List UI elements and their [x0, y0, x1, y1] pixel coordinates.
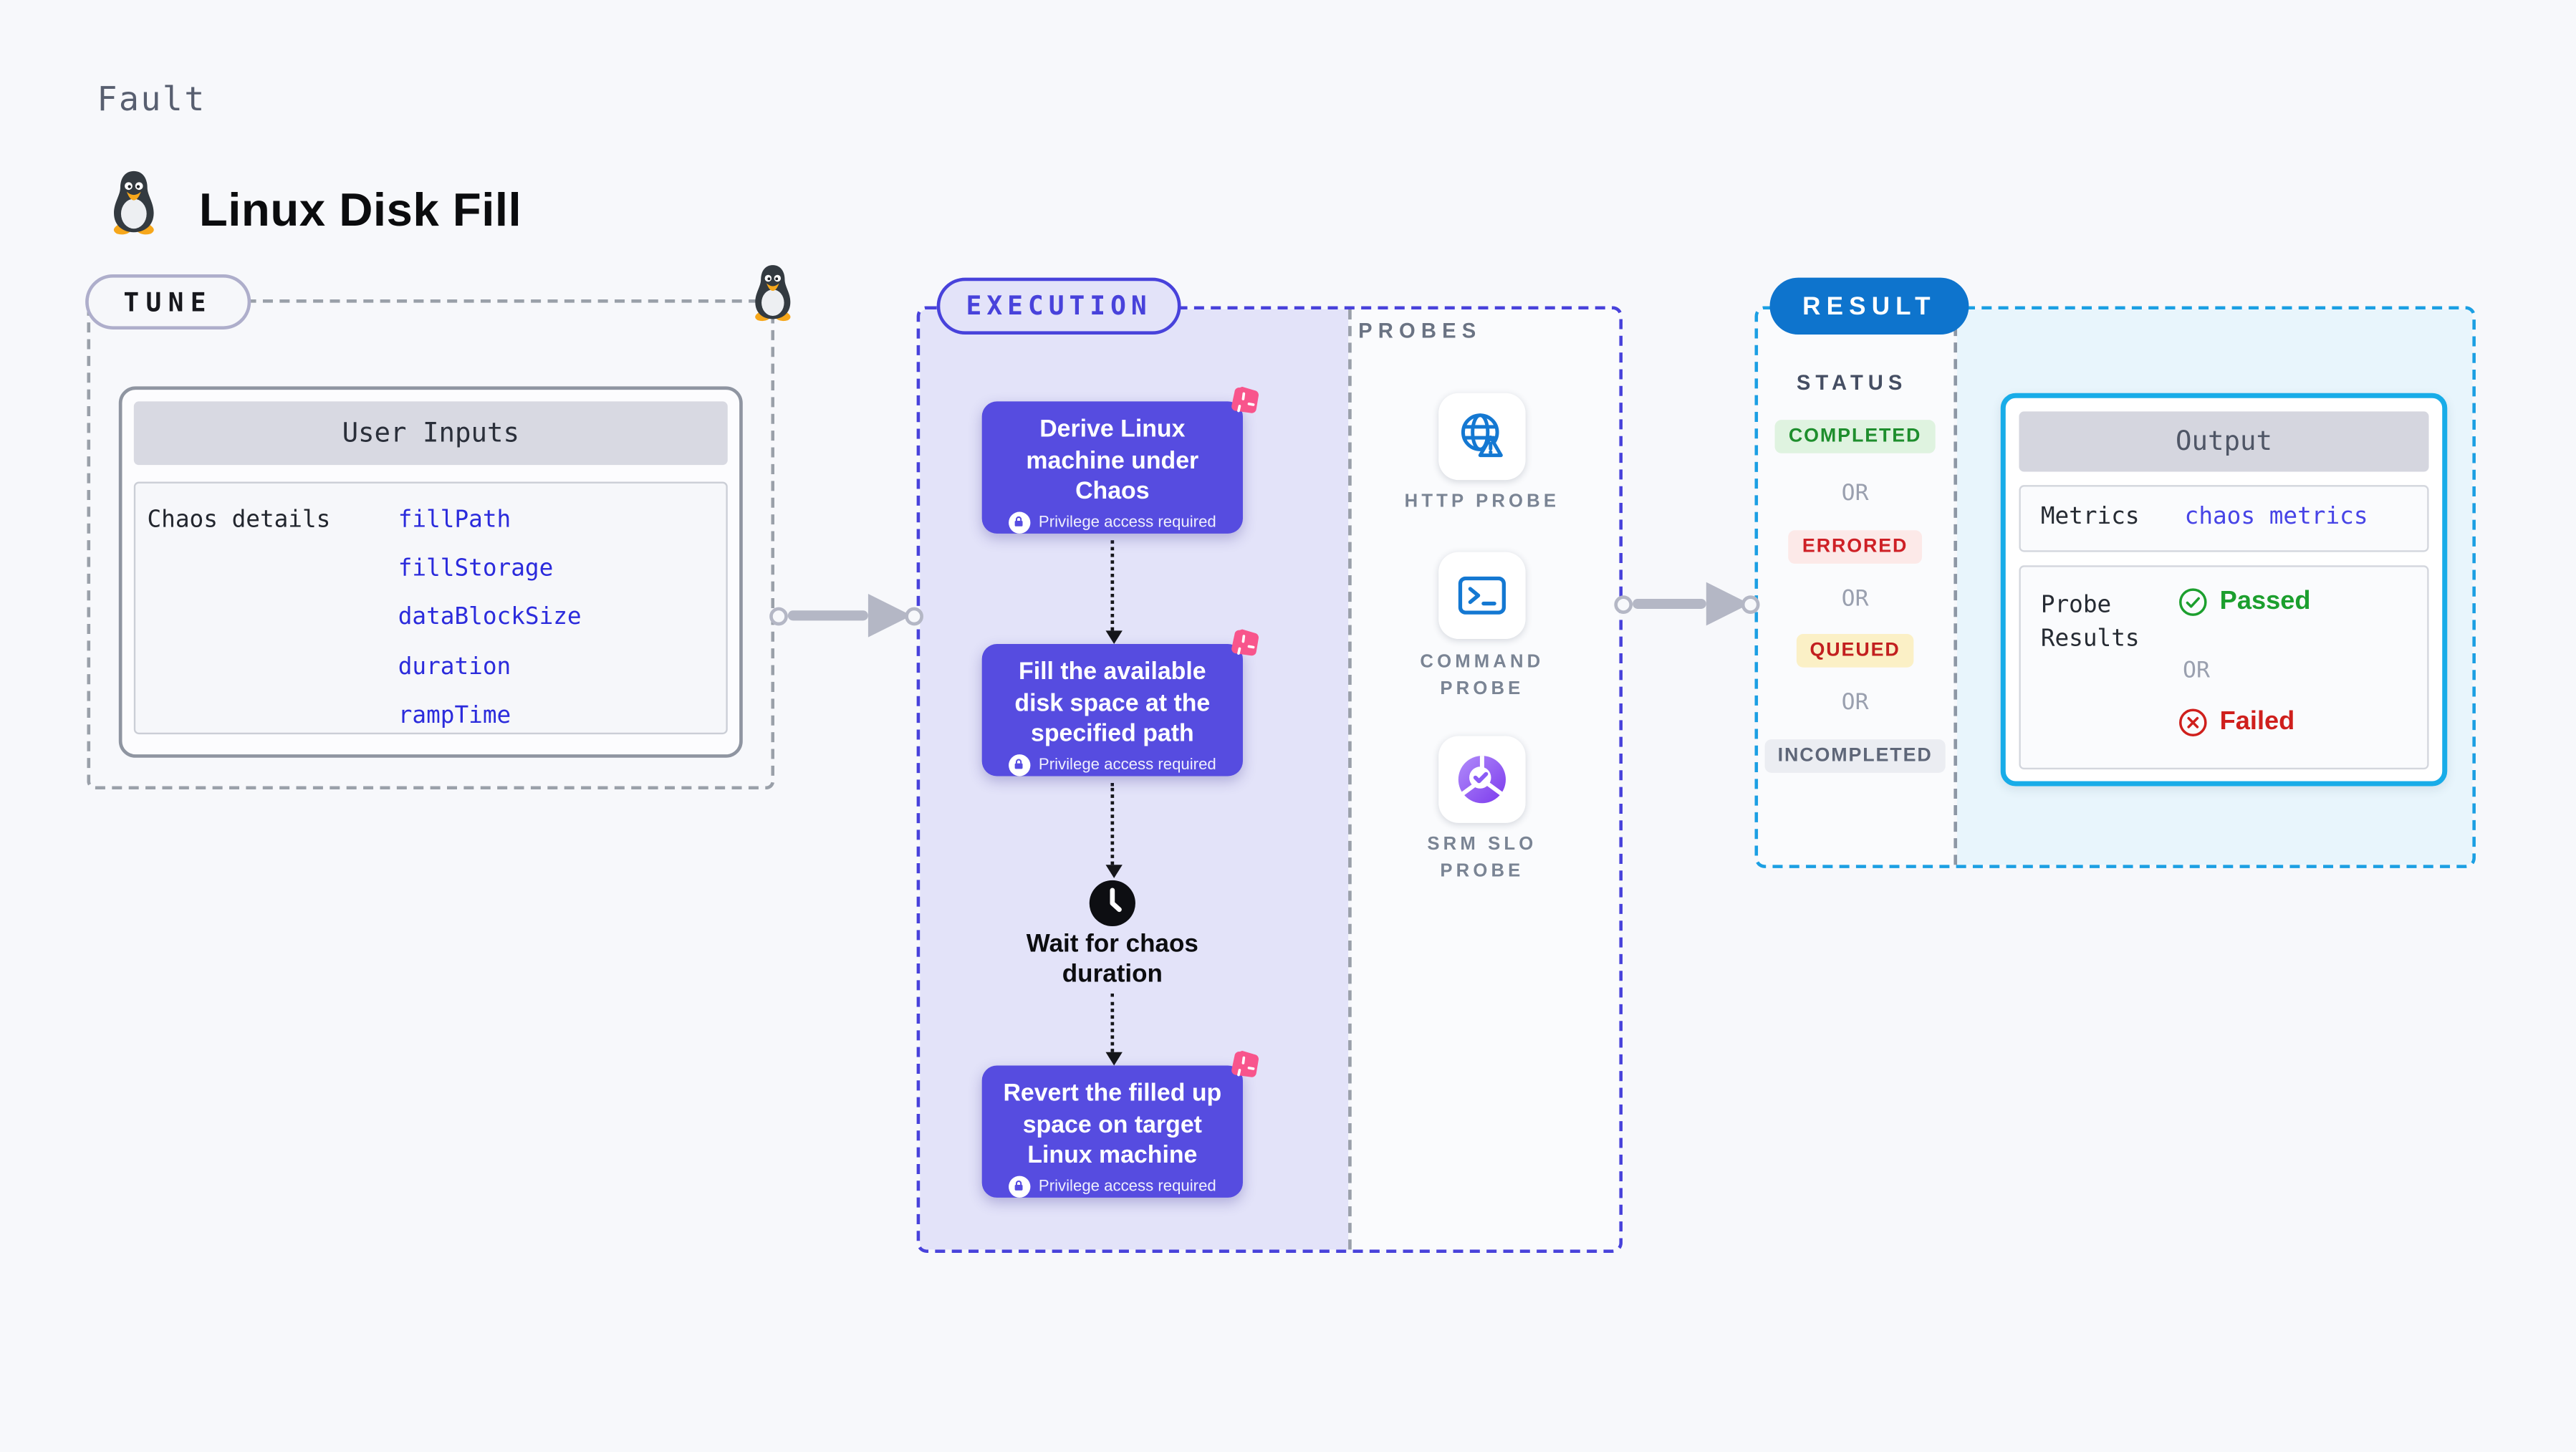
or-label: OR [1841, 480, 1869, 507]
srm-slo-probe-label: SRM SLO PROBE [1427, 835, 1537, 882]
arrow-tune-to-execution [787, 610, 868, 621]
tux-penguin-icon-small [755, 265, 791, 322]
check-circle-icon [2179, 588, 2207, 616]
terminal-icon [1458, 576, 1506, 615]
probe-results-row: Probe Results Passed OR Failed [2019, 565, 2429, 770]
result-pill: RESULT [1769, 277, 1969, 335]
connector-dot [1741, 595, 1760, 613]
flow-connector [1110, 994, 1115, 1052]
failed-row: Failed [2178, 708, 2294, 738]
tune-pill: TUNE [85, 274, 251, 330]
connector-dot [905, 606, 923, 625]
lock-icon [1008, 753, 1031, 776]
page-title: Linux Disk Fill [198, 183, 522, 236]
status-badge-queued: QUEUED [1796, 634, 1914, 668]
passed-label: Passed [2219, 587, 2311, 616]
chaos-details-label: Chaos details [147, 506, 331, 534]
arrow-down-icon [1105, 865, 1123, 878]
or-label: OR [1841, 585, 1869, 612]
connector-dot [769, 606, 788, 625]
tune-section [87, 299, 775, 790]
arrow-down-icon [1105, 1052, 1123, 1066]
execution-pill: EXECUTION [936, 277, 1181, 335]
step-title: Derive Linux machine under Chaos [1026, 416, 1199, 506]
clock-icon [1089, 880, 1135, 927]
user-inputs-body [133, 481, 728, 735]
probes-divider [1348, 309, 1352, 1250]
flow-connector [1110, 782, 1115, 865]
step-derive-machine: Derive Linux machine under Chaos Privile… [981, 386, 1259, 534]
arrow-execution-to-result [1633, 598, 1706, 609]
step-fill-disk: Fill the available disk space at the spe… [981, 629, 1259, 777]
or-label: OR [2182, 657, 2210, 685]
status-badge-errored: ERRORED [1789, 530, 1921, 564]
fault-kicker: Fault [97, 78, 206, 119]
slo-chart-icon [1458, 756, 1506, 804]
wait-step-label: Wait for chaos duration [1026, 930, 1198, 988]
lock-icon [1008, 1175, 1031, 1197]
arrow-down-icon [1105, 630, 1123, 645]
step-title: Fill the available disk space at the spe… [1014, 659, 1211, 748]
flow-connector [1110, 540, 1115, 631]
input-datablocksize[interactable]: dataBlockSize [398, 604, 582, 632]
chaos-icon [1231, 386, 1259, 413]
http-probe-label: HTTP PROBE [1404, 491, 1560, 512]
chaos-icon [1231, 1050, 1259, 1077]
arrow-head-icon [868, 593, 912, 638]
privilege-note: Privilege access required [1038, 755, 1216, 774]
step-revert-space: Revert the filled up space on target Lin… [981, 1050, 1259, 1198]
privilege-note: Privilege access required [1038, 512, 1216, 532]
metrics-row: Metrics chaos metrics [2019, 485, 2429, 552]
command-probe-label: COMMAND PROBE [1420, 652, 1544, 700]
privilege-note: Privilege access required [1038, 1176, 1216, 1196]
chaos-input-list: fillPath fillStorage dataBlockSize durat… [398, 497, 582, 741]
chaos-icon [1231, 629, 1259, 656]
probes-section-label: PROBES [1358, 319, 1482, 343]
connector-dot [1614, 595, 1633, 613]
globe-alert-icon [1461, 413, 1503, 458]
x-circle-icon [2179, 708, 2207, 737]
input-duration[interactable]: duration [398, 653, 511, 681]
output-card: Output Metrics chaos metrics Probe Resul… [2000, 393, 2448, 787]
or-label: OR [1841, 689, 1869, 716]
status-label: STATUS [1796, 371, 1908, 395]
status-divider [1953, 309, 1958, 865]
failed-label: Failed [2219, 707, 2295, 736]
http-probe-card [1438, 393, 1526, 481]
metrics-value-link[interactable]: chaos metrics [2184, 503, 2368, 531]
tux-penguin-icon [113, 170, 154, 235]
user-inputs-header: User Inputs [133, 401, 728, 466]
input-ramptime[interactable]: rampTime [398, 702, 511, 729]
output-header: Output [2019, 411, 2429, 472]
command-probe-card [1438, 552, 1526, 640]
input-fillpath[interactable]: fillPath [398, 506, 511, 534]
srm-slo-probe-card [1438, 736, 1526, 823]
lock-icon [1008, 511, 1031, 533]
probe-results-label: Probe Results [2040, 592, 2140, 652]
status-badge-incompleted: INCOMPLETED [1764, 739, 1946, 773]
input-fillstorage[interactable]: fillStorage [398, 555, 554, 583]
step-title: Revert the filled up space on target Lin… [1003, 1080, 1222, 1170]
status-badge-completed: COMPLETED [1775, 420, 1936, 453]
passed-row: Passed [2178, 587, 2310, 617]
metrics-label: Metrics [2040, 503, 2140, 531]
